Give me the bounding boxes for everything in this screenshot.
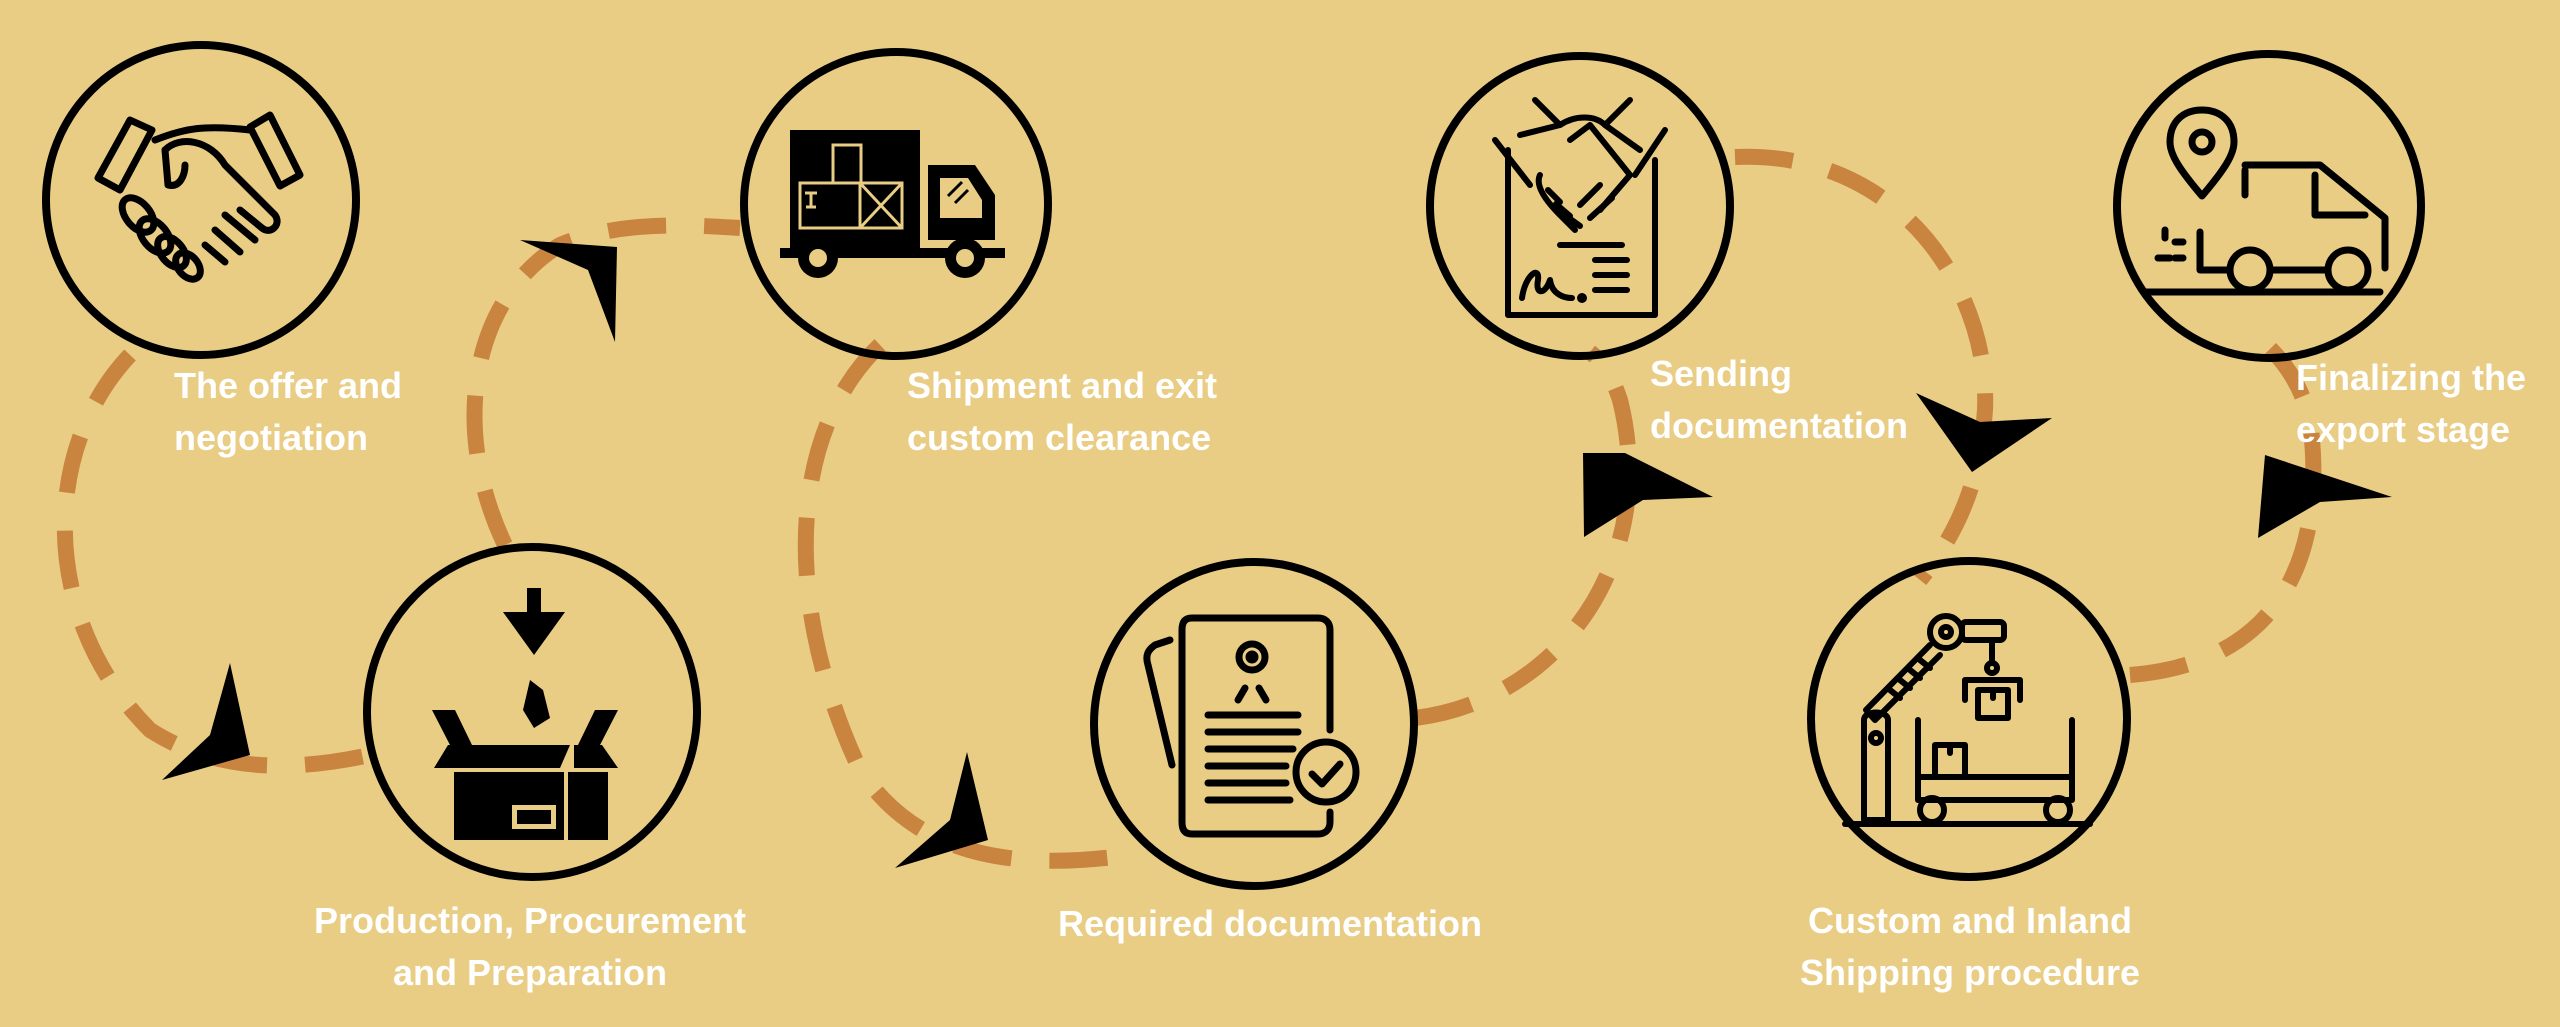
- step-1-label-line-1: The offer and: [174, 365, 403, 406]
- robotic-arm-icon: [1842, 613, 2093, 827]
- box-packing-icon: [432, 588, 618, 840]
- step-4-label-line-1: Required documentation: [1057, 903, 1483, 944]
- connector-6-7: [2129, 328, 2322, 683]
- delivery-truck-icon: [780, 130, 1005, 278]
- step-2-label-line-1: Production, Procurement: [313, 900, 747, 941]
- arrowhead-5-6: [1916, 393, 2052, 472]
- step-5-circle: [1426, 52, 1734, 360]
- handshake-icon: [94, 111, 304, 283]
- step-6: [1807, 557, 2131, 881]
- arrowhead-4-5: [1583, 453, 1713, 537]
- connector-1-2: [56, 349, 372, 774]
- arrowheads: [162, 240, 2392, 868]
- step-7-label: Finalizing the export stage: [2296, 352, 2526, 456]
- connectors: [56, 148, 2322, 869]
- step-1-label: The offer and negotiation: [174, 360, 402, 464]
- step-7-circle: [2113, 50, 2425, 362]
- step-5-label: Sending documentation: [1650, 348, 1908, 452]
- step-6-circle: [1807, 557, 2131, 881]
- step-3-label-line-2: custom clearance: [907, 417, 1212, 458]
- connector-4-5: [1414, 345, 1637, 726]
- step-3: [740, 48, 1052, 360]
- step-7-label-line-2: export stage: [2296, 409, 2511, 450]
- step-3-label: Shipment and exit custom clearance: [907, 360, 1217, 464]
- step-5: [1426, 52, 1734, 360]
- step-6-label-line-2: Shipping procedure: [1799, 952, 2140, 993]
- certificate-document-icon: [1143, 614, 1360, 838]
- step-3-circle: [740, 48, 1052, 360]
- connector-3-4: [797, 339, 1132, 869]
- arrowhead-6-7: [2258, 455, 2392, 538]
- step-6-label: Custom and Inland Shipping procedure: [1760, 895, 2180, 999]
- step-6-label-line-1: Custom and Inland: [1808, 900, 2132, 941]
- step-5-label-line-2: documentation: [1650, 405, 1908, 446]
- step-2-label-line-2: and Preparation: [392, 952, 668, 993]
- step-7: [2113, 50, 2425, 362]
- arrowhead-3-4: [895, 752, 988, 868]
- step-4-circle: [1090, 558, 1418, 890]
- arrowhead-1-2: [162, 663, 250, 780]
- step-5-label-line-1: Sending: [1650, 353, 1792, 394]
- step-2-circle: [363, 543, 701, 881]
- step-1-circle: [42, 41, 360, 359]
- location-truck-icon: [2141, 106, 2389, 296]
- step-4-label: Required documentation: [1020, 898, 1520, 950]
- step-7-label-line-1: Finalizing the: [2296, 357, 2526, 398]
- step-4: [1090, 558, 1418, 890]
- arrowhead-2-3: [520, 240, 617, 342]
- step-1: [42, 41, 360, 359]
- step-3-label-line-1: Shipment and exit: [907, 365, 1218, 406]
- connector-2-3: [466, 217, 741, 549]
- step-1-label-line-2: negotiation: [174, 417, 368, 458]
- step-2: [363, 543, 701, 881]
- step-2-label: Production, Procurement and Preparation: [295, 895, 765, 999]
- connector-5-6: [1734, 148, 1994, 585]
- contract-handshake-icon: [1492, 97, 1668, 318]
